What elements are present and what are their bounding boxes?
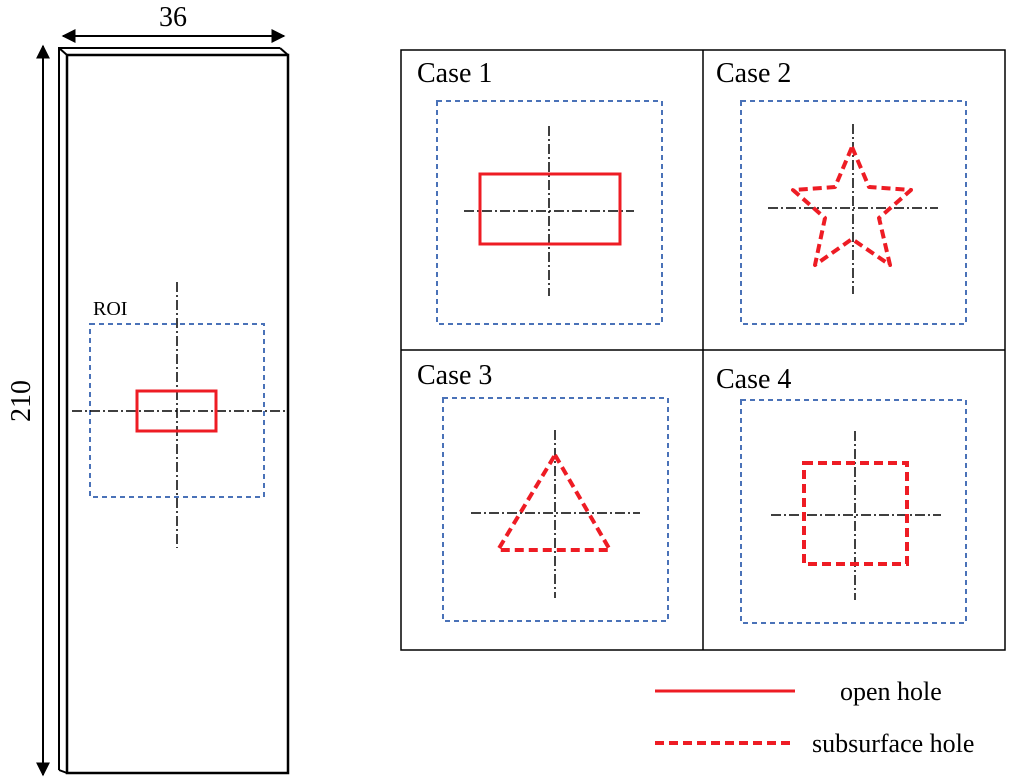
case-3-panel: Case 3 [417, 360, 669, 622]
specimen-open-hole [135, 389, 218, 433]
legend-open-hole-label: open hole [840, 677, 942, 706]
legend-subsurface-hole-label: subsurface hole [812, 729, 974, 758]
case-1-roi [436, 100, 663, 325]
case-3-label: Case 3 [417, 360, 492, 391]
specimen: 36 210 ROI [6, 2, 290, 777]
case-grid [400, 49, 1006, 651]
case-3-subsurface-hole-triangle [496, 453, 612, 552]
case-3-roi [442, 397, 669, 622]
case-4-subsurface-hole-square [802, 461, 909, 566]
case-2-roi [740, 100, 967, 325]
case-4-panel: Case 4 [716, 364, 967, 624]
case-1-panel: Case 1 [417, 58, 663, 325]
case-4-center-lines [771, 431, 941, 600]
case-2-panel: Case 2 [716, 58, 967, 325]
case-2-center-lines [768, 124, 938, 294]
width-dimension: 36 [61, 2, 286, 43]
legend: open hole subsurface hole [655, 677, 974, 758]
case-2-label: Case 2 [716, 58, 791, 89]
width-dimension-label: 36 [159, 2, 187, 33]
case-2-subsurface-hole-star [791, 145, 913, 267]
specimen-center-lines [72, 282, 285, 548]
case-1-label: Case 1 [417, 58, 492, 89]
case-4-roi [740, 399, 967, 624]
case-1-center-lines [464, 126, 634, 296]
case-4-label: Case 4 [716, 364, 791, 395]
case-1-open-hole-rectangle [478, 172, 622, 246]
height-dimension-label: 210 [6, 380, 37, 422]
height-dimension: 210 [6, 44, 50, 777]
roi-label: ROI [93, 298, 127, 320]
